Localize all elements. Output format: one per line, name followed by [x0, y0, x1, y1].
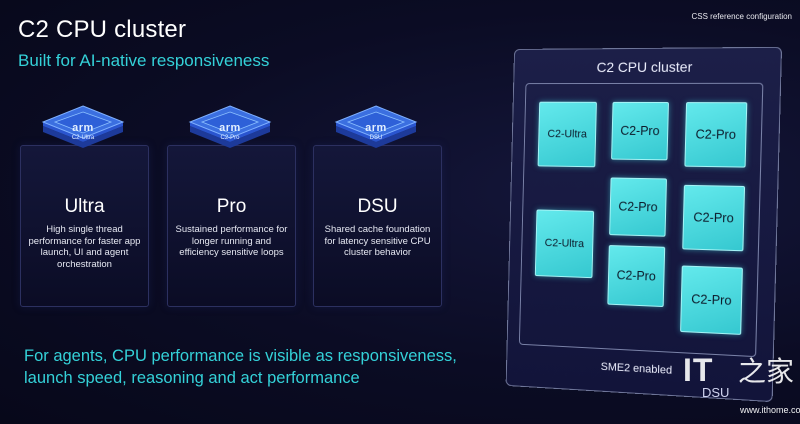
card-pro-name: Pro [216, 196, 247, 217]
page-title: C2 CPU cluster [18, 16, 187, 43]
footer-line-1: For agents, CPU performance is visible a… [24, 347, 457, 365]
footer-text: For agents, CPU performance is visible a… [24, 345, 457, 389]
core-ultra-2: C2-Ultra [534, 209, 595, 279]
card-dsu-name: DSU [357, 196, 398, 217]
core-pro-4: C2-Pro [682, 184, 746, 252]
chip-pro-label: C2-Pro [220, 135, 240, 141]
core-pro-5: C2-Pro [607, 245, 666, 308]
cluster-inner-box: C2-Ultra C2-Pro C2-Pro C2-Pro C2-Pro C2-… [518, 82, 764, 358]
card-pro-description: Sustained performance for longer running… [175, 224, 288, 259]
core-pro-3: C2-Pro [609, 177, 667, 237]
watermark-url: www.ithome.com [740, 405, 800, 415]
footer-line-2: launch speed, reasoning and act performa… [24, 369, 360, 387]
core-ultra-1: C2-Ultra [537, 101, 597, 168]
cluster-diagram: C2 CPU cluster C2-Ultra C2-Pro C2-Pro C2… [505, 46, 783, 403]
card-dsu-description: Shared cache foundation for latency sens… [324, 224, 431, 259]
cluster-title: C2 CPU cluster [596, 58, 693, 76]
chip-dsu-label: DSU [369, 135, 383, 141]
chip-ultra-brand: arm [72, 122, 94, 134]
watermark-char: 之家 [738, 355, 795, 388]
watermark-logo: IT [683, 352, 714, 388]
chip-ultra-label: C2-Ultra [71, 135, 95, 141]
chip-dsu-icon: arm DSU [332, 92, 420, 166]
chip-pro-icon: arm C2-Pro [186, 92, 274, 166]
chip-dsu-brand: arm [365, 122, 387, 134]
dsu-label: DSU [702, 385, 730, 400]
card-ultra-name: Ultra [64, 196, 105, 217]
sme2-label: SME2 enabled [600, 360, 673, 377]
card-ultra-description: High single thread performance for faste… [28, 224, 141, 270]
page-subtitle: Built for AI-native responsiveness [18, 51, 270, 70]
core-pro-6: C2-Pro [680, 265, 743, 335]
core-pro-2: C2-Pro [684, 102, 748, 168]
reference-note: CSS reference configuration [691, 12, 793, 21]
card-pro: Pro Sustained performance for longer run… [167, 145, 296, 307]
card-ultra: Ultra High single thread performance for… [20, 145, 149, 307]
chip-pro-brand: arm [219, 122, 241, 134]
core-pro-1: C2-Pro [611, 101, 669, 161]
card-dsu: DSU Shared cache foundation for latency … [313, 145, 442, 307]
chip-ultra-icon: arm C2-Ultra [39, 92, 127, 166]
